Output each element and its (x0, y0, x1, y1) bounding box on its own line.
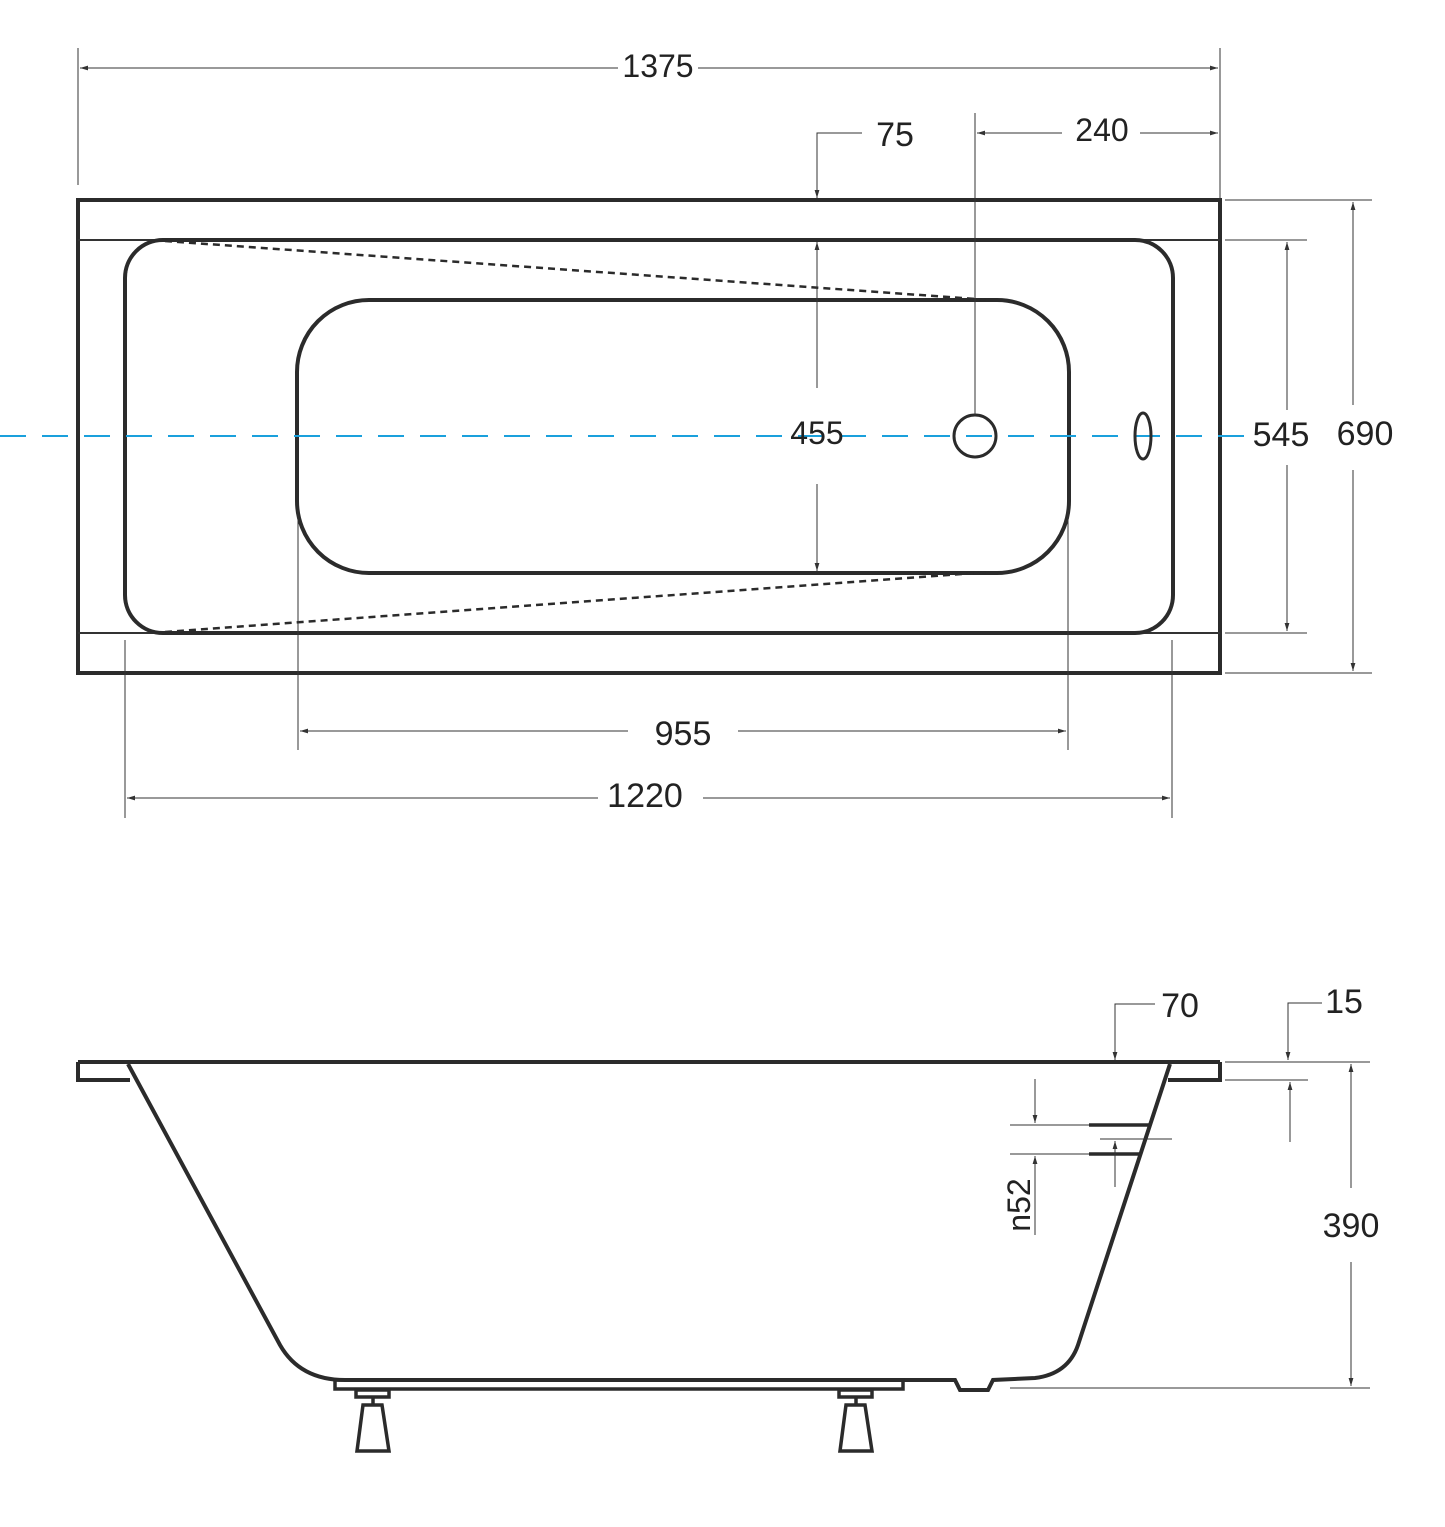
tub-body (126, 1063, 1172, 1392)
dim-overall-width: 690 (1337, 415, 1394, 453)
left-lip (76, 1062, 130, 1082)
inner-basin (123, 238, 1175, 635)
dim-rim-width: 75 (876, 116, 914, 154)
foot-left (354, 1388, 392, 1453)
dim-inner-length: 1220 (607, 777, 683, 815)
dim-drain-offset: 240 (1075, 112, 1128, 148)
base-frame (333, 1378, 905, 1391)
side-view: 70 15 n52 390 (76, 983, 1380, 1453)
dim-overall-length: 1375 (622, 48, 693, 84)
dim-inner-width: 545 (1253, 416, 1310, 454)
dim-floor-width: 455 (790, 415, 843, 451)
dim-floor-length: 955 (655, 715, 712, 753)
dim-rim-thickness: 15 (1325, 983, 1363, 1021)
dim-overflow-diameter: n52 (1001, 1178, 1037, 1231)
top-view: 1375 240 75 455 545 690 955 1220 (0, 48, 1393, 818)
overflow-icon (1133, 411, 1153, 461)
dim-height: 390 (1323, 1207, 1380, 1245)
dim-side-rim-width: 70 (1161, 987, 1199, 1025)
foot-right (837, 1388, 875, 1453)
right-lip (1168, 1062, 1222, 1082)
